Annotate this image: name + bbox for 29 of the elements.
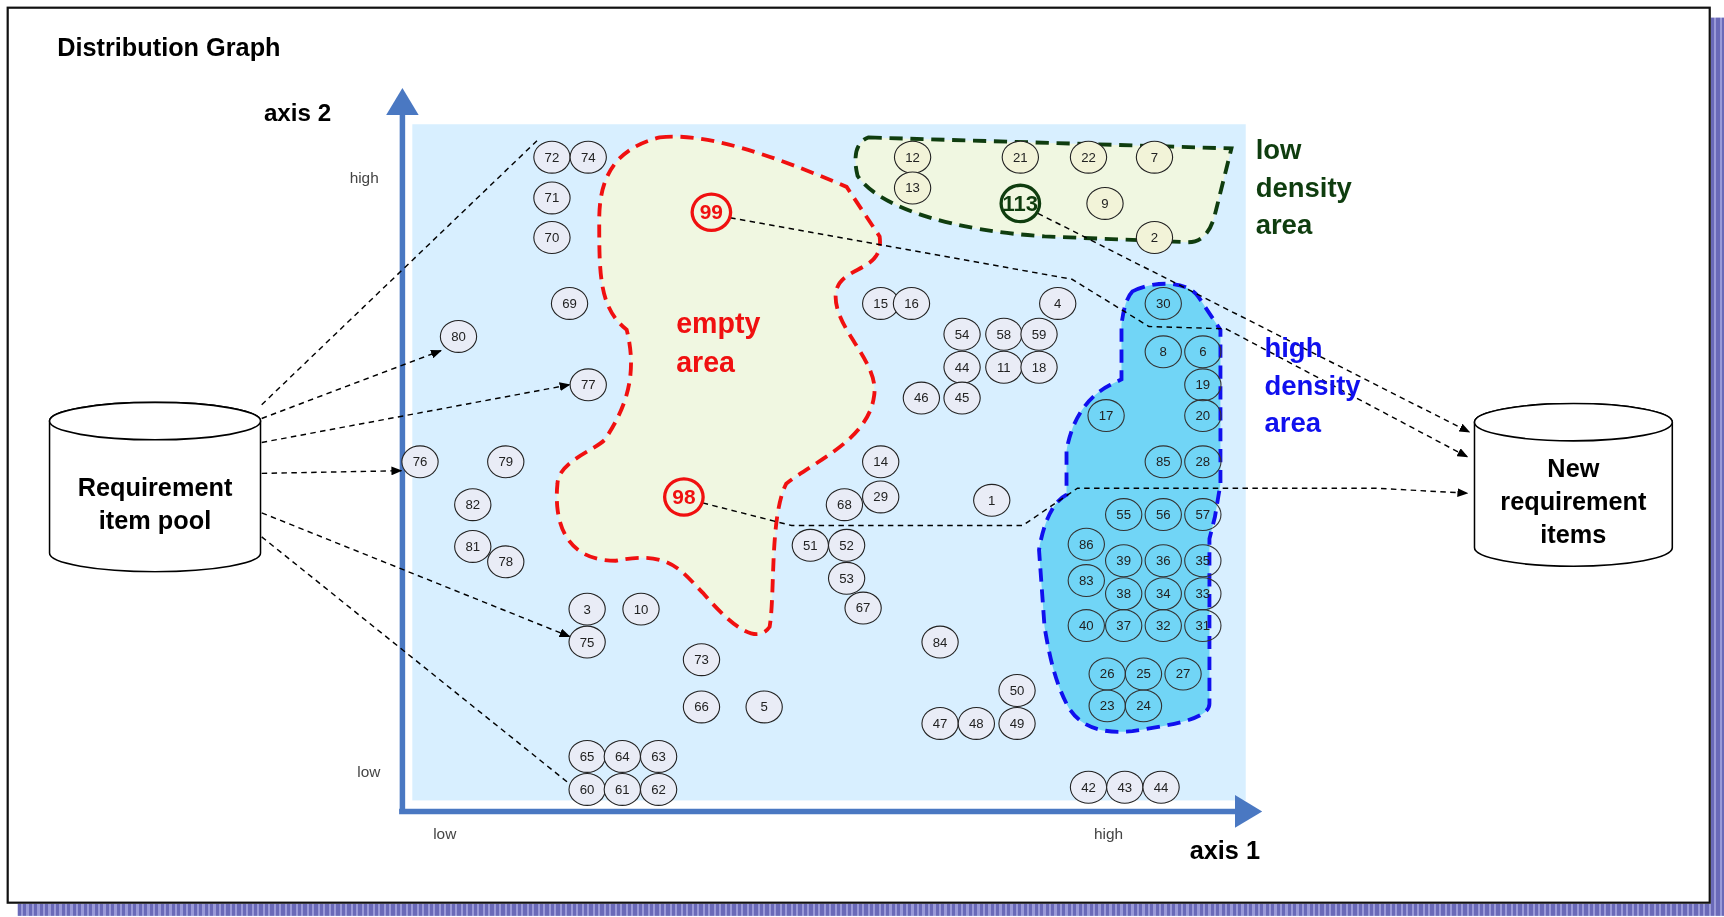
dashed-line <box>260 140 538 406</box>
database-cylinder: New requirement items <box>1473 402 1674 568</box>
dashed-arrow <box>701 487 1469 527</box>
number-circle: 113 <box>999 183 1042 224</box>
dashed-arrow <box>729 217 1469 458</box>
axis-title: axis 2 <box>263 98 332 128</box>
number-circle: 37 <box>1105 609 1143 643</box>
number-circle: 38 <box>1105 577 1143 611</box>
dashed-arrow <box>260 382 571 444</box>
number-circle: 99 <box>690 192 733 232</box>
tick-label: low <box>433 824 457 843</box>
tick-label: high <box>1094 824 1124 843</box>
number-circle: 28 <box>1184 445 1222 479</box>
dashed-arrow <box>1037 212 1471 433</box>
axis-title: axis 1 <box>1189 835 1260 866</box>
number-circle: 23 <box>1088 689 1126 723</box>
dashed-arrow <box>260 512 571 638</box>
tick-label: high <box>349 168 379 186</box>
diagram-title: Distribution Graph <box>57 33 281 63</box>
area-label: empty area <box>676 305 762 381</box>
area-label: high density area <box>1264 331 1362 440</box>
number-circle: 39 <box>1105 544 1143 578</box>
number-circle: 55 <box>1105 498 1143 532</box>
area-label: low density area <box>1255 133 1353 242</box>
database-cylinder: Requirement item pool <box>48 401 262 573</box>
number-circle: 98 <box>663 477 705 517</box>
dashed-arrow <box>260 349 442 420</box>
tick-label: low <box>357 763 381 781</box>
dashed-arrow <box>260 466 403 476</box>
